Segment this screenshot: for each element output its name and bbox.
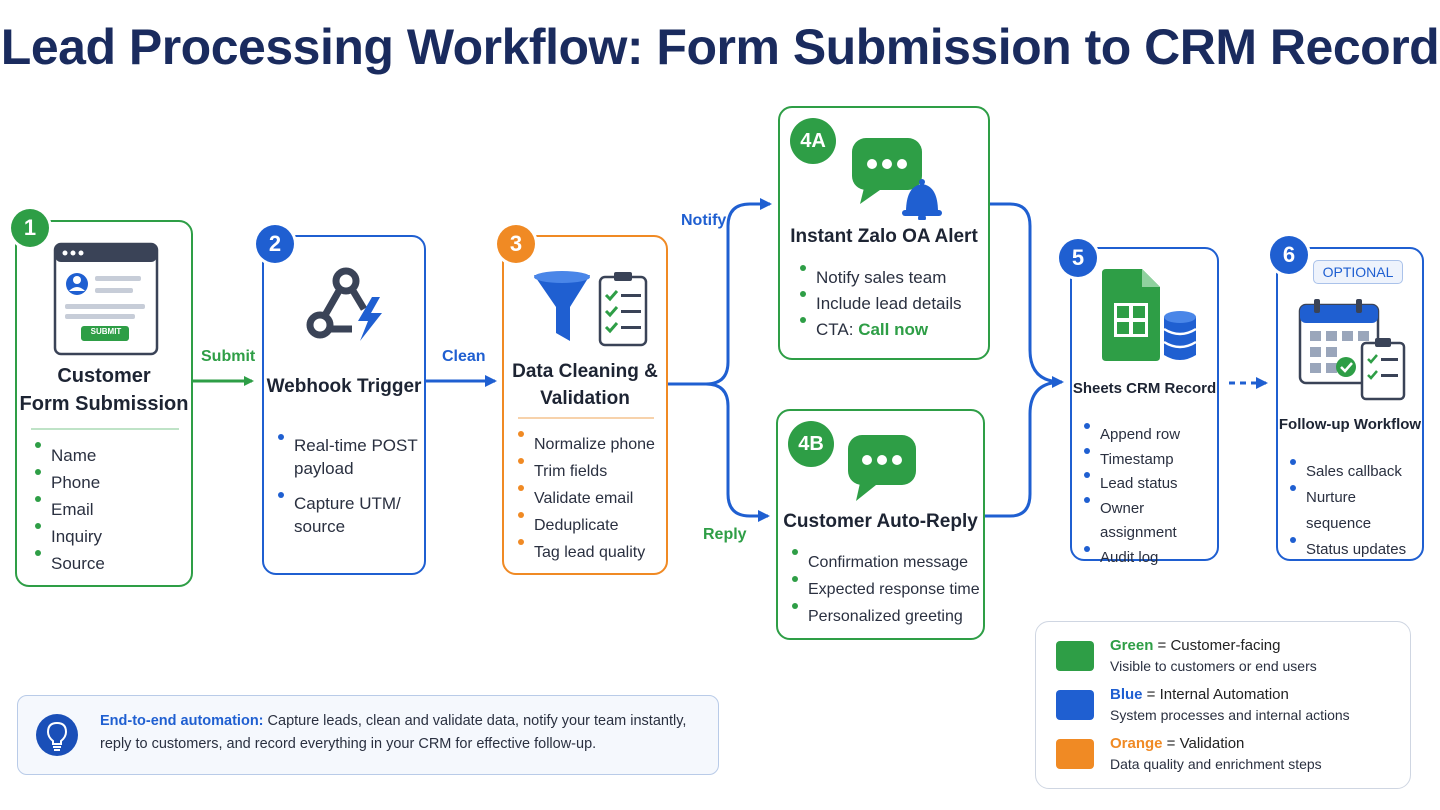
divider <box>518 417 654 419</box>
divider <box>31 428 179 430</box>
list-item: Inquiry <box>33 523 105 550</box>
list-item: Owner assignment <box>1082 496 1217 546</box>
list-item: Email <box>33 496 105 523</box>
list-item: Audit log <box>1082 545 1217 571</box>
list-item: Name <box>33 442 105 469</box>
chat-bell-icon <box>852 138 942 220</box>
arrow-4a-to-5 <box>990 202 1064 388</box>
list-item: Sales callback <box>1288 459 1422 485</box>
list-item: Confirmation message <box>790 549 980 576</box>
list-item: Nurture sequence <box>1288 485 1422 537</box>
list-item: Tag lead quality <box>516 539 655 566</box>
arrow-4b-to-5 <box>985 380 1063 518</box>
web-form-icon <box>53 242 159 356</box>
list-item: Normalize phone <box>516 431 655 458</box>
list-item: Status updates <box>1288 537 1422 563</box>
step-4b-title: Customer Auto-Reply <box>783 511 978 532</box>
legend-description: System processes and internal actions <box>1110 707 1350 723</box>
label-notify: Notify <box>681 212 727 229</box>
label-reply: Reply <box>703 526 747 543</box>
label-submit: Submit <box>201 348 256 365</box>
summary-line2: reply to customers, and record everythin… <box>100 736 597 752</box>
step-5-badge: 5 <box>1059 239 1097 277</box>
arrow-notify <box>668 198 772 386</box>
list-item: Lead status <box>1082 472 1217 497</box>
step-1-card: SUBMIT Customer Form Submission Name Pho… <box>15 220 193 587</box>
list-item: CTA: Call now <box>798 317 962 343</box>
label-clean: Clean <box>442 348 486 365</box>
list-item: Expected response time <box>790 576 980 603</box>
legend-label: Blue = Internal Automation <box>1110 686 1289 703</box>
step-5-list: Append row Timestamp Lead status Owner a… <box>1082 423 1217 570</box>
step-4a-list: Notify sales team Include lead details C… <box>798 265 962 343</box>
arrow-reply <box>705 382 770 522</box>
list-item: Phone <box>33 469 105 496</box>
legend-label: Green = Customer-facing <box>1110 637 1281 654</box>
step-5-card: Sheets CRM Record Append row Timestamp L… <box>1070 247 1219 566</box>
step-2-title: Webhook Trigger <box>266 376 422 397</box>
step-4b-badge: 4B <box>788 421 834 467</box>
step-5-title: Sheets CRM Record <box>1072 380 1217 397</box>
legend-swatch <box>1056 690 1094 720</box>
list-item: Capture UTM/source <box>276 492 418 538</box>
spreadsheet-database-icon <box>1102 269 1197 361</box>
list-item: Trim fields <box>516 458 655 485</box>
lightbulb-icon <box>36 714 78 756</box>
list-item: Include lead details <box>798 291 962 317</box>
list-item: Notify sales team <box>798 265 962 291</box>
chat-bubble-icon <box>848 435 916 501</box>
step-3-card: Data Cleaning & Validation Normalize pho… <box>502 235 668 575</box>
legend-description: Data quality and enrichment steps <box>1110 756 1322 772</box>
step-3-badge: 3 <box>497 225 535 263</box>
page-title: Lead Processing Workflow: Form Submissio… <box>0 19 1440 75</box>
step-3-list: Normalize phone Trim fields Validate ema… <box>516 431 655 566</box>
list-item: Personalized greeting <box>790 603 980 630</box>
legend-description: Visible to customers or end users <box>1110 658 1317 674</box>
optional-tag: OPTIONAL <box>1313 260 1403 284</box>
step-3-title-line1: Data Cleaning & <box>512 361 658 382</box>
summary-line1: End-to-end automation: Capture leads, cl… <box>100 713 687 729</box>
list-item: Deduplicate <box>516 512 655 539</box>
list-item: Validate email <box>516 485 655 512</box>
step-4b-list: Confirmation message Expected response t… <box>790 549 980 630</box>
summary-callout: End-to-end automation: Capture leads, cl… <box>17 695 719 775</box>
list-item: Timestamp <box>1082 447 1217 473</box>
step-2-badge: 2 <box>256 225 294 263</box>
step-1-list: Name Phone Email Inquiry Source <box>33 442 105 577</box>
filter-funnel-icon <box>534 271 648 347</box>
calendar-checklist-icon <box>1298 299 1406 401</box>
list-item: Append row <box>1082 423 1217 448</box>
step-6-list: Sales callback Nurture sequence Status u… <box>1288 459 1422 563</box>
step-4b-card: 4B Customer Auto-Reply Confirmation mess… <box>776 409 985 640</box>
step-4a-title: Instant Zalo OA Alert <box>790 226 978 247</box>
legend-swatch <box>1056 739 1094 769</box>
legend-label: Orange = Validation <box>1110 735 1245 752</box>
submit-button-graphic: SUBMIT <box>90 327 122 336</box>
step-6-card: OPTIONAL Follow-up Workflow Sales callba… <box>1276 247 1424 561</box>
webhook-icon <box>306 267 382 341</box>
step-4a-card: 4A Instant Zalo OA Alert Notify sales te… <box>778 106 990 360</box>
legend: Green = Customer-facing Visible to custo… <box>1035 621 1411 789</box>
step-3-title-line2: Validation <box>540 388 630 409</box>
step-1-title-line2: Form Submission <box>19 393 189 415</box>
legend-swatch <box>1056 641 1094 671</box>
step-6-badge: 6 <box>1270 236 1308 274</box>
step-4a-badge: 4A <box>790 118 836 164</box>
step-1-title-line1: Customer <box>57 365 151 387</box>
step-1-badge: 1 <box>11 209 49 247</box>
list-item: Source <box>33 550 105 577</box>
step-6-title: Follow-up Workflow <box>1278 416 1422 433</box>
